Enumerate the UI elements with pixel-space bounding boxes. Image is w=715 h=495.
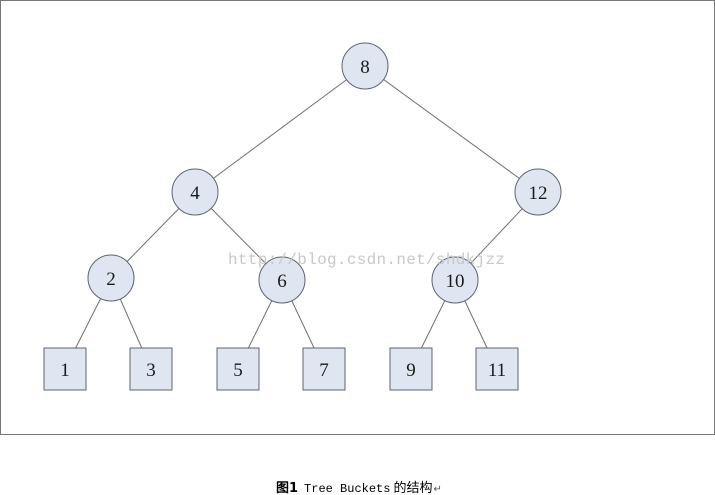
caption-suffix: 的结构: [393, 480, 432, 495]
node-label: 2: [106, 269, 116, 290]
tree-node-6: 6: [258, 256, 306, 304]
bucket-node-1: 1: [43, 347, 87, 391]
bucket-node-3: 3: [129, 347, 173, 391]
bucket-square: [43, 347, 87, 391]
node-label: 6: [277, 271, 287, 292]
tree-node-4: 4: [171, 168, 219, 216]
nodes-layer: 8 4 12 2 6 10 1 3 5 7 9 11: [43, 42, 562, 391]
edge-n8-n12: [364, 65, 539, 193]
edge-n8-n4: [194, 65, 366, 193]
node-label: 1: [60, 360, 70, 381]
node-circle: [514, 168, 562, 216]
caption-prefix: 图1: [276, 481, 298, 495]
tree-node-10: 10: [431, 256, 479, 304]
node-circle: [431, 256, 479, 304]
caption-return-mark: ↵: [433, 484, 441, 495]
node-label: 10: [446, 271, 465, 292]
node-label: 5: [233, 360, 243, 381]
node-label: 7: [319, 360, 329, 381]
bucket-node-9: 9: [389, 347, 433, 391]
bucket-square: [475, 347, 519, 391]
bucket-square: [389, 347, 433, 391]
node-label: 9: [406, 360, 416, 381]
tree-node-12: 12: [514, 168, 562, 216]
bucket-square: [129, 347, 173, 391]
caption-title: Tree Buckets: [304, 482, 390, 495]
bucket-node-7: 7: [302, 347, 346, 391]
node-label: 12: [529, 183, 548, 204]
node-label: 8: [360, 57, 370, 78]
bucket-node-5: 5: [216, 347, 260, 391]
watermark-text: http://blog.csdn.net/shdkjzz: [228, 251, 505, 269]
node-label: 3: [146, 360, 156, 381]
bucket-square: [216, 347, 260, 391]
node-label: 11: [488, 360, 506, 381]
tree-node-2: 2: [87, 254, 135, 302]
node-circle: [87, 254, 135, 302]
bucket-square: [302, 347, 346, 391]
node-circle: [341, 42, 389, 90]
node-label: 4: [190, 183, 200, 204]
bucket-node-11: 11: [475, 347, 519, 391]
node-circle: [258, 256, 306, 304]
node-circle: [171, 168, 219, 216]
tree-node-8: 8: [341, 42, 389, 90]
